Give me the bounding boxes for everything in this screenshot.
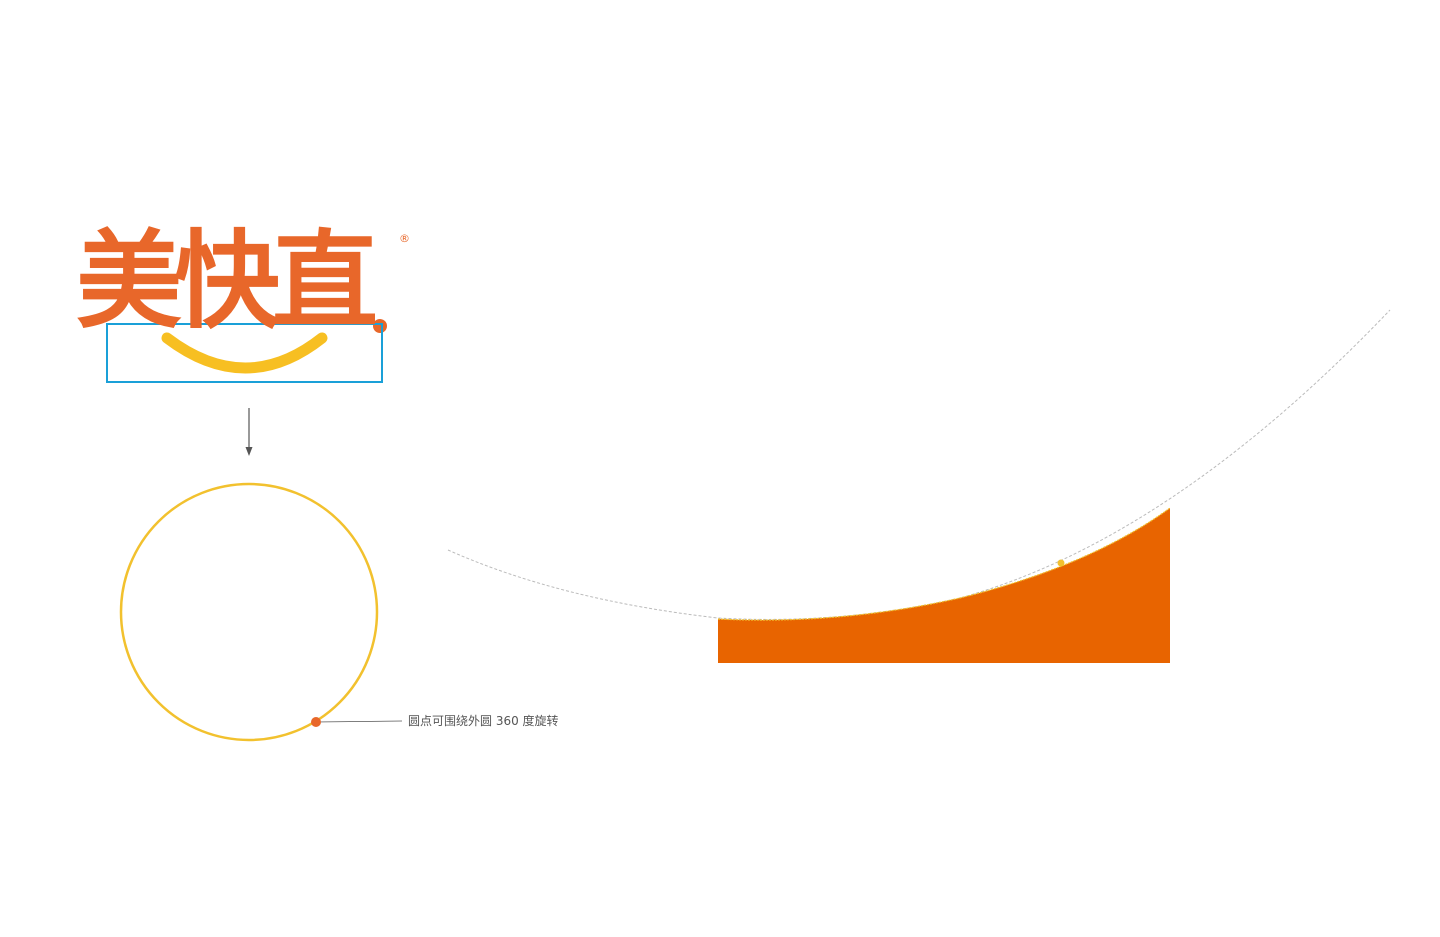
curve-anchor-dot bbox=[1057, 559, 1065, 567]
guide-arc-dashed bbox=[447, 309, 1391, 620]
rotation-dot-icon bbox=[311, 717, 321, 727]
logo-wordmark: 美快直 bbox=[76, 220, 378, 343]
curved-fill-shape bbox=[718, 508, 1170, 663]
curve-edge-highlight bbox=[717, 507, 1171, 621]
rotation-circle bbox=[119, 482, 379, 742]
annotation-leader-line bbox=[315, 720, 403, 723]
down-arrow-icon bbox=[245, 408, 253, 456]
rotation-annotation-text: 圆点可围绕外圆 360 度旋转 bbox=[408, 714, 559, 728]
logo-smile-arc bbox=[161, 332, 328, 374]
highlight-box bbox=[106, 323, 383, 383]
logo-dot bbox=[373, 319, 387, 333]
registered-trademark-icon: ® bbox=[399, 232, 410, 245]
